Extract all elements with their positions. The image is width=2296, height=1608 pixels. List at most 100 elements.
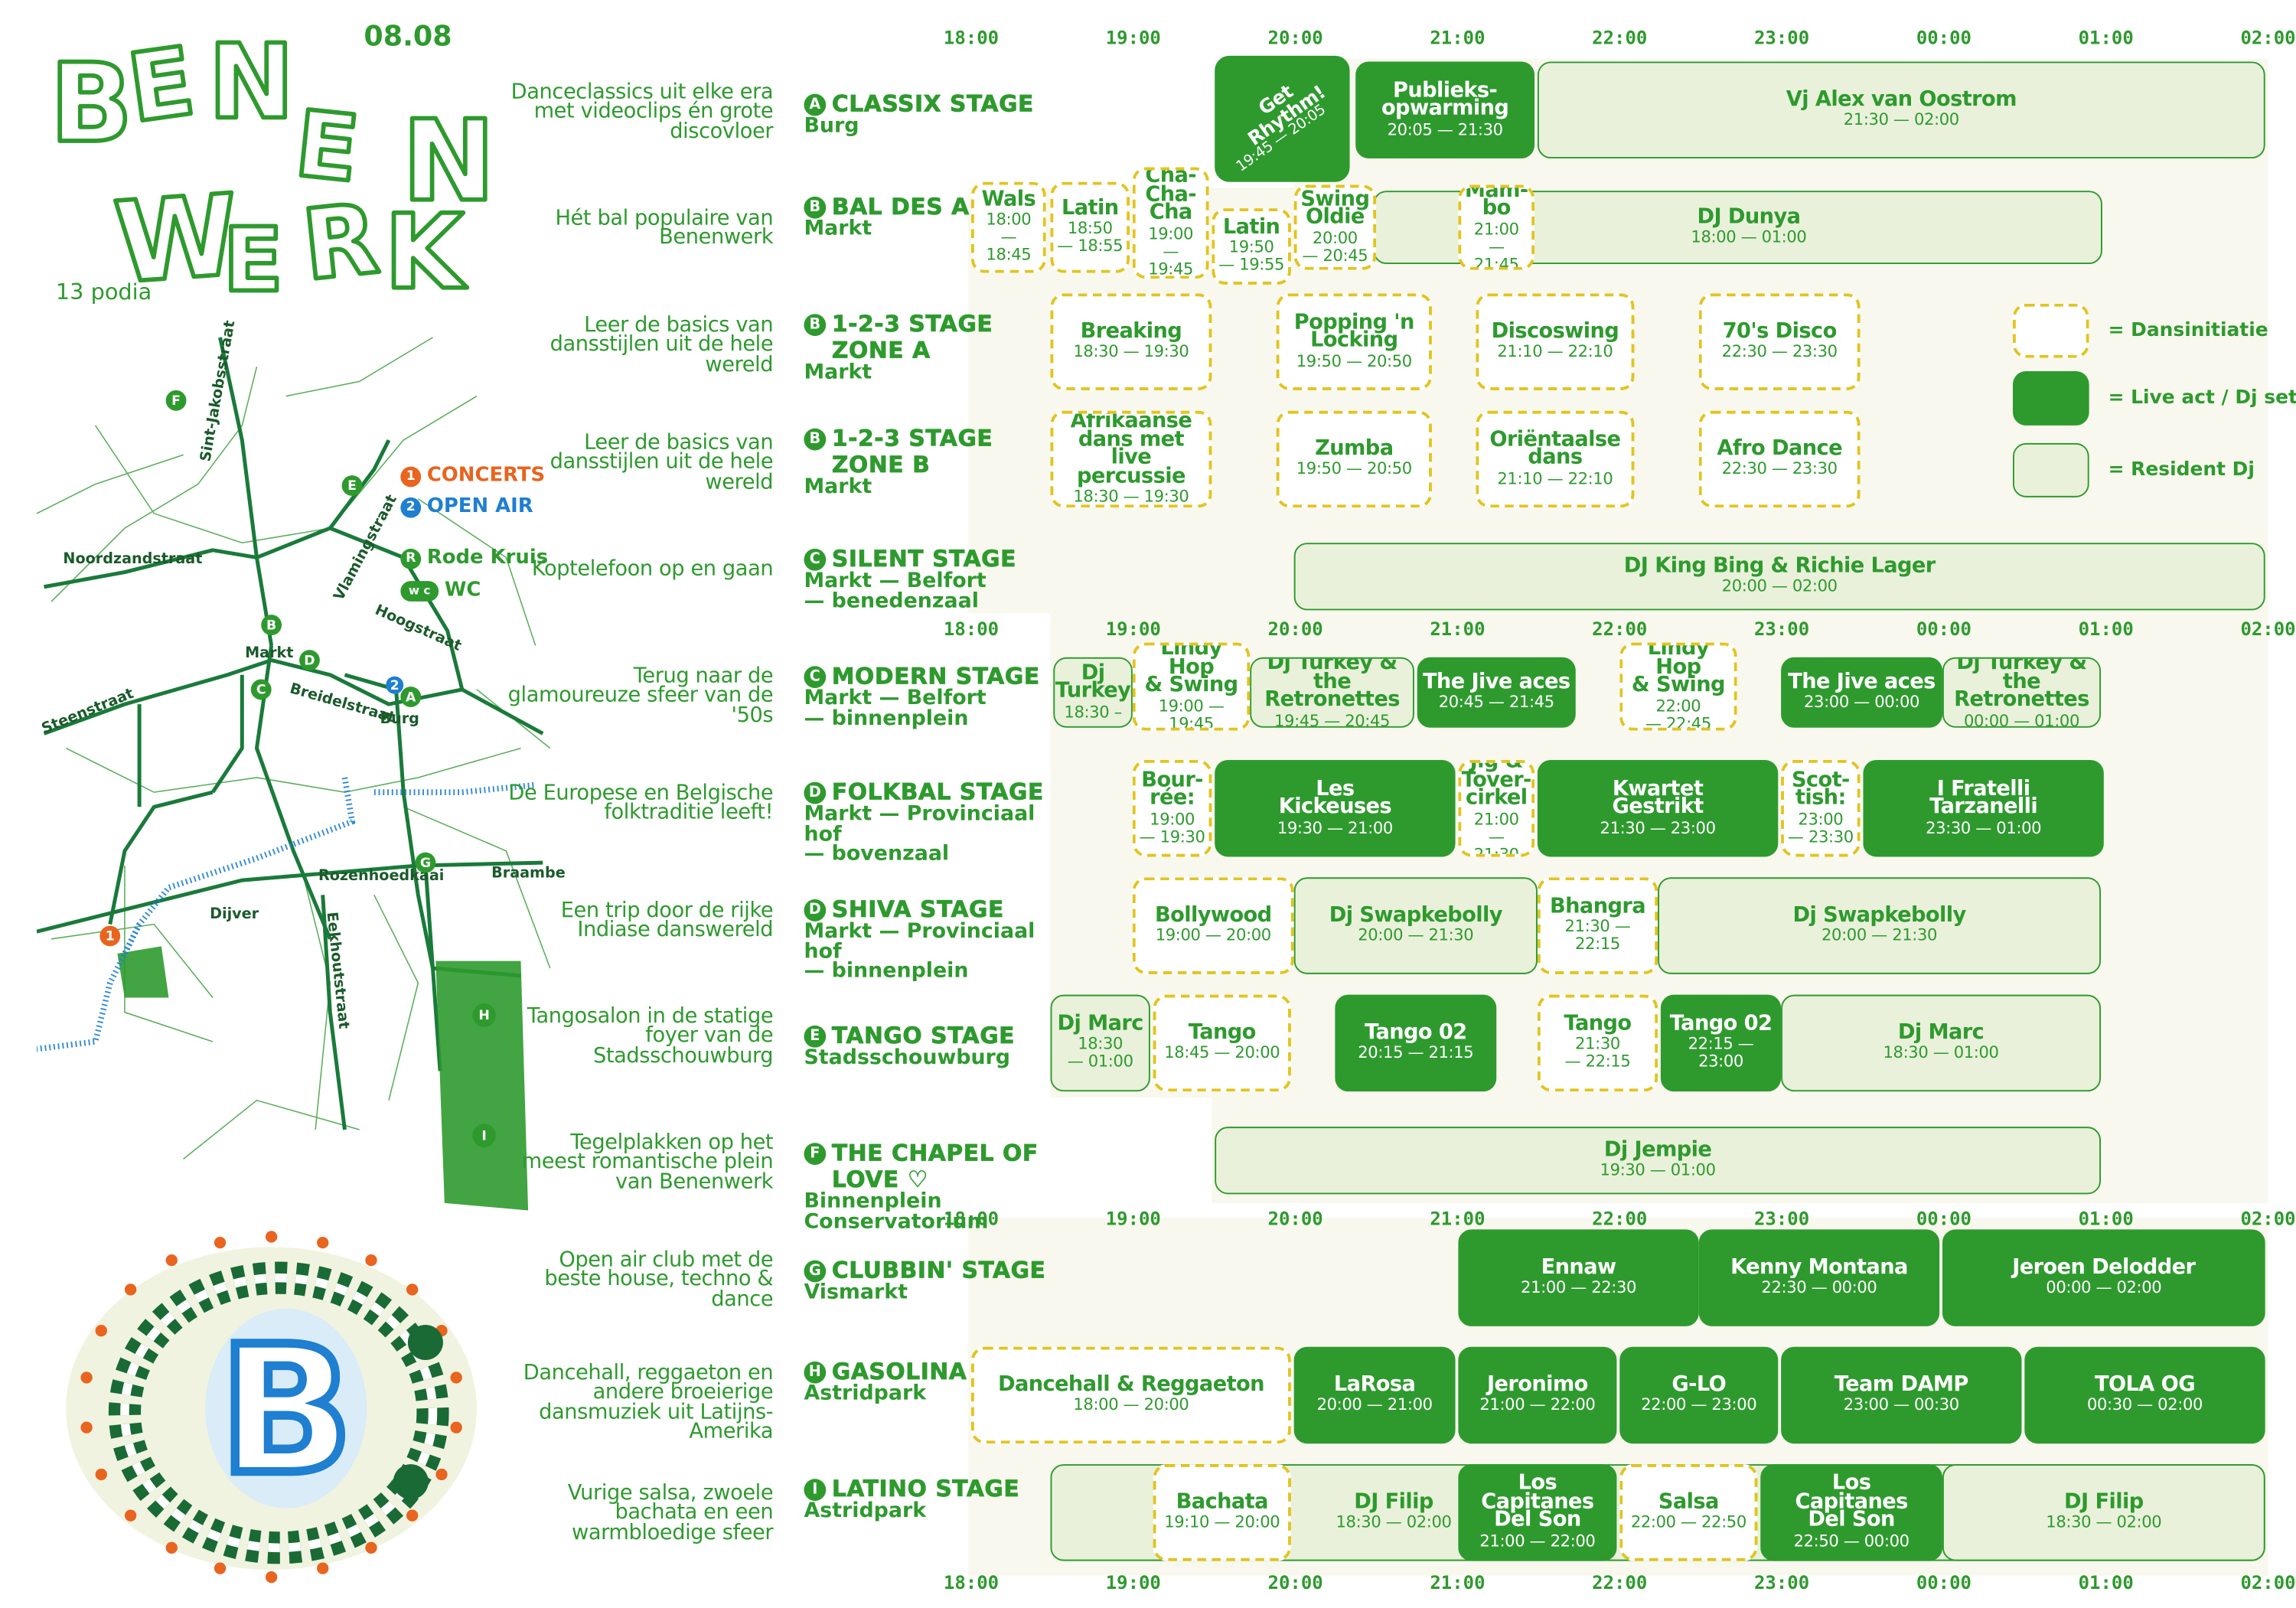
event-time: 23:00 — 00:00 (1804, 693, 1920, 713)
city-map: Sint-Jakobsstraat Noordzandstraat Vlamin… (36, 319, 565, 1211)
stage-title: LATINO STAGE (831, 1476, 1020, 1502)
svg-text:D: D (304, 653, 315, 668)
event-title: Latin (1222, 215, 1280, 239)
stage-title: CLASSIX STAGE (831, 90, 1034, 118)
logo-lettering: B E N E N W E R K (47, 27, 497, 298)
time-tick: 02:00 (2240, 1571, 2296, 1593)
time-tick: 21:00 (1430, 1207, 1486, 1230)
event-title: TOLA OG (2095, 1372, 2196, 1397)
event-time: 19:10 — 20:00 (1164, 1512, 1280, 1532)
event-time: 19:45 — 20:45 (1274, 711, 1391, 728)
time-tick: 20:00 (1267, 1207, 1323, 1230)
event-time: 20:45 — 21:45 (1438, 693, 1554, 713)
svg-text:K: K (384, 192, 468, 298)
event-block[interactable]: Bour-rée:19:00— 19:30 (1132, 759, 1212, 857)
stage-location: Markt — Belfort— binnenplein (804, 687, 987, 730)
event-time: 20:00 — 21:30 (1358, 926, 1474, 945)
live-swatch (2012, 370, 2089, 426)
initiation-swatch (2012, 303, 2089, 358)
event-block[interactable]: Scot-tish:23:00— 23:30 (1781, 759, 1861, 857)
event-title: 70's Disco (1722, 319, 1838, 344)
event-title: Dj Jempie (1603, 1138, 1712, 1162)
open-air-legend: 2 OPEN AIR (400, 495, 548, 518)
event-title: Scot-tish: (1791, 768, 1850, 811)
event-time: 22:00 — 22:50 (1630, 1512, 1746, 1532)
event-time: 23:00— 23:30 (1787, 809, 1854, 846)
time-tick: 19:00 (1105, 26, 1161, 49)
time-tick: 00:00 (1916, 1571, 1971, 1593)
event-title: Afro Dance (1717, 436, 1842, 461)
svg-text:Steenstraat: Steenstraat (39, 684, 136, 737)
time-tick: 00:00 (1916, 26, 1971, 49)
event-time: 19:00— 19:30 (1139, 809, 1205, 846)
event-title: Tango 02 (1364, 1020, 1467, 1045)
decorative-b-medallion: B (66, 1231, 477, 1584)
event-title: Mam-bo (1464, 184, 1528, 220)
event-time: 18:00 — 01:00 (1691, 227, 1807, 247)
event-block[interactable]: Get Rhythm!19:45 — 20:05 (1215, 55, 1350, 182)
stage-letter-icon: A (804, 93, 827, 116)
svg-text:Vlamingstraat: Vlamingstraat (330, 491, 400, 603)
event-time: 21:10 — 22:10 (1497, 342, 1613, 362)
